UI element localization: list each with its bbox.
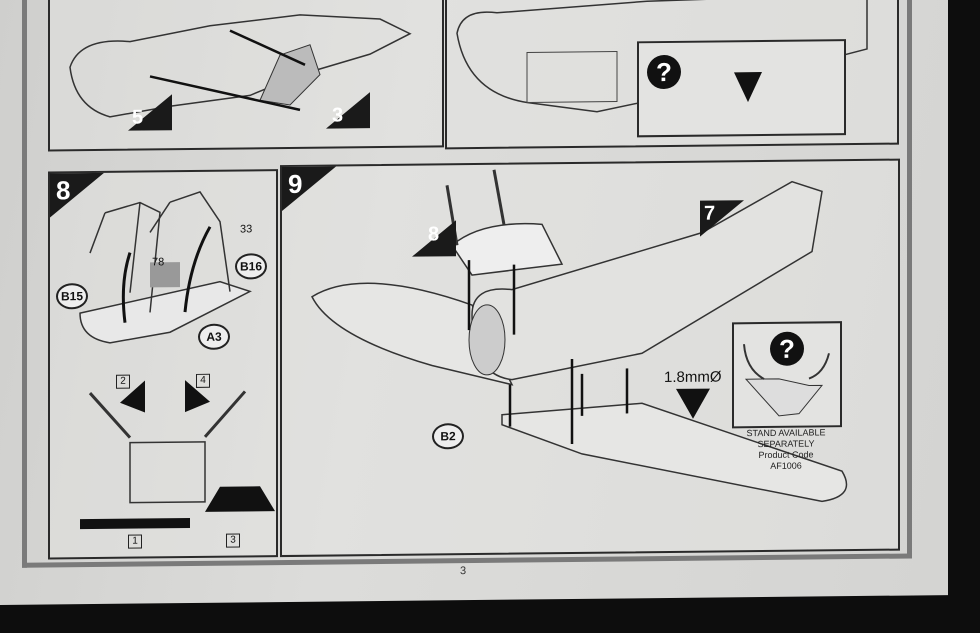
decal-3: 3 xyxy=(226,533,240,548)
decal-1: 1 xyxy=(128,534,142,549)
step-callout-3-label: 3 xyxy=(332,104,344,127)
panel-cockpit-assembly: 5 3 xyxy=(48,0,444,152)
part-number-78: 78 xyxy=(152,256,165,269)
stand-note-line: AF1006 xyxy=(770,460,802,471)
stand-drawing xyxy=(743,344,830,417)
cockpit-drawing xyxy=(69,14,412,118)
page-number: 3 xyxy=(460,565,467,578)
stand-note-line: STAND AVAILABLE xyxy=(746,427,826,439)
step-callout-8-label: 8 xyxy=(428,223,440,246)
drill-icon xyxy=(676,388,710,419)
instruction-sheet: 5 3 ? 8 B15 B16 A3 xyxy=(0,0,948,605)
stand-note: STAND AVAILABLE SEPARATELY Product Code … xyxy=(734,427,838,472)
inset-antenna-detail: ? xyxy=(637,39,846,138)
inset-stand-detail: ? xyxy=(732,321,842,429)
panel-step-8: 8 B15 B16 A3 78 33 1 2 3 4 xyxy=(48,169,278,560)
instrument-panel-drawing xyxy=(79,191,275,530)
help-icon: ? xyxy=(647,54,681,90)
part-number-33: 33 xyxy=(240,223,253,236)
step-callout-5-label: 5 xyxy=(132,106,144,129)
help-symbol: ? xyxy=(656,56,672,88)
aircraft-drawing xyxy=(311,169,848,503)
step-callout-7-label: 7 xyxy=(704,202,716,225)
decal-4: 4 xyxy=(196,373,210,388)
decal-2: 2 xyxy=(116,374,130,389)
panel-fuselage-assembly: ? xyxy=(445,0,899,150)
drill-marker-icon xyxy=(734,72,762,103)
panel-step-9: 9 8 7 B2 1.8mmØ ? STAND AVAILABLE SEPARA… xyxy=(280,158,900,558)
drill-size-label: 1.8mmØ xyxy=(664,368,722,387)
